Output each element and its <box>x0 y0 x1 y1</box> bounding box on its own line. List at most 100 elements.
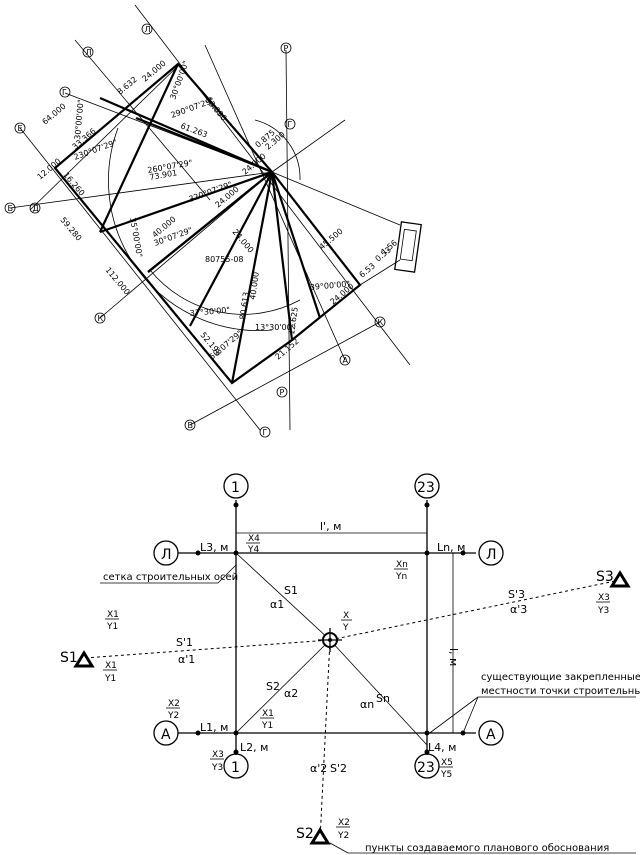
svg-text:А: А <box>486 727 496 743</box>
benchmark-box <box>394 221 422 273</box>
axis-line <box>9 171 273 209</box>
corner-label-l2: L2, м <box>240 741 268 754</box>
callout-existing-1: существующие закрепленные на <box>481 672 640 683</box>
svg-text:Р: Р <box>280 388 285 397</box>
svg-text:Y: Y <box>342 623 349 633</box>
coord-fraction-2: X2 Y2 <box>166 699 180 721</box>
angle-label: 39°00'00" <box>309 280 350 292</box>
corner-label-l4: L4, м <box>428 741 456 754</box>
sn-label: Sn <box>376 692 390 705</box>
svg-text:Y2: Y2 <box>167 711 179 721</box>
svg-text:Б: Б <box>8 204 14 213</box>
svg-text:1: 1 <box>231 760 240 776</box>
svg-text:Л: Л <box>145 25 151 34</box>
svg-text:X3: X3 <box>598 593 610 603</box>
top-survey-plan: Л Л Г Е Б Д К В Г К А Р Г Р 64.000 33.36… <box>4 4 422 438</box>
callout-grid: сетка строительных осей <box>103 572 238 583</box>
svg-text:Y1: Y1 <box>261 721 273 731</box>
dim-l: l, м <box>447 648 460 666</box>
axis-bubble-1-bottom: 1 <box>223 753 249 779</box>
axis-dot <box>195 550 201 556</box>
corner-label-ln: Ln, м <box>437 541 465 554</box>
svg-text:Д: Д <box>33 204 39 213</box>
axis-bubble: Г <box>259 426 271 438</box>
dim-label: 80.613 <box>238 291 251 320</box>
axis-bubble: Г <box>59 86 71 98</box>
s1-dashed <box>84 639 331 659</box>
s3-prime: S'3 <box>508 588 525 601</box>
plan-line <box>189 171 273 327</box>
axis-line <box>74 39 211 201</box>
coord-fraction-loose: X1 Y1 <box>105 610 119 632</box>
axis-bubble: К <box>94 312 106 324</box>
callout-leader <box>217 564 237 584</box>
station-s2: S2 X2 Y2 <box>296 818 350 845</box>
alphan-label: αn <box>360 698 374 711</box>
axis-dot <box>424 502 430 508</box>
s2-prime: S'2 <box>330 762 347 775</box>
axis-line <box>359 259 401 286</box>
grid-point <box>424 550 430 556</box>
axis-line <box>204 44 346 361</box>
coord-fraction-5: X5 Y5 <box>439 758 453 780</box>
callout-leader <box>426 696 479 736</box>
svg-text:Y3: Y3 <box>211 763 223 773</box>
svg-text:23: 23 <box>417 760 435 776</box>
dim-label: 16.260 <box>61 171 86 198</box>
alpha1-label: α1 <box>270 598 284 611</box>
grid-point <box>233 550 239 556</box>
dim-label: 112.000 <box>103 266 131 297</box>
axis-bubble-l-right: Л <box>478 540 504 566</box>
axis-line <box>189 321 381 426</box>
alpha3-prime: α'3 <box>510 603 527 616</box>
plan-line <box>99 170 273 234</box>
svg-text:Y4: Y4 <box>247 545 259 555</box>
axis-line <box>271 171 401 226</box>
svg-text:Yn: Yn <box>395 572 407 582</box>
callout-existing-2: местности точки строительных осей <box>481 686 640 697</box>
svg-text:Л: Л <box>86 48 92 57</box>
svg-text:Y1: Y1 <box>104 674 116 684</box>
axis-dot <box>424 749 430 755</box>
svg-text:X1: X1 <box>262 709 274 719</box>
axis-bubble: Г <box>284 118 296 130</box>
plan-line <box>270 171 322 319</box>
axis-bubble: Р <box>280 42 292 54</box>
callout-leader <box>462 696 479 734</box>
svg-text:S2: S2 <box>296 826 314 842</box>
axis-bubble-l-left: Л <box>153 540 179 566</box>
axis-line <box>285 49 291 431</box>
svg-text:Г: Г <box>62 88 67 97</box>
axis-dot <box>233 749 239 755</box>
svg-text:Л: Л <box>161 547 172 563</box>
svg-text:Г: Г <box>263 428 268 437</box>
angle-arc <box>108 127 273 331</box>
dim-label: 12.625 <box>287 306 300 335</box>
svg-text:Xn: Xn <box>396 560 408 570</box>
svg-text:Y1: Y1 <box>106 622 118 632</box>
svg-text:Y5: Y5 <box>440 770 452 780</box>
axis-bubble: А <box>339 354 351 366</box>
svg-text:Y3: Y3 <box>597 606 609 616</box>
s2-line <box>235 639 331 734</box>
svg-text:К: К <box>378 318 384 327</box>
svg-text:К: К <box>98 314 104 323</box>
plan-line <box>99 63 179 233</box>
svg-text:X2: X2 <box>168 699 180 709</box>
svg-text:Р: Р <box>284 44 289 53</box>
axis-bubble-23-bottom: 23 <box>414 753 440 779</box>
dim-label: 8.632 <box>116 75 139 97</box>
corner-label-l1: L1, м <box>200 721 228 734</box>
s1-prime: S'1 <box>176 636 193 649</box>
axis-line <box>29 63 181 211</box>
svg-text:А: А <box>343 356 349 365</box>
coord-fraction-center: X Y <box>341 611 352 633</box>
s2-label: S2 <box>266 680 280 693</box>
svg-text:X3: X3 <box>212 750 224 760</box>
svg-text:S1: S1 <box>60 650 78 666</box>
axis-line <box>19 127 261 431</box>
svg-text:1: 1 <box>231 480 240 496</box>
station-s3: S3 X3 Y3 <box>596 569 631 616</box>
dim-label: 40.000 <box>248 271 261 300</box>
